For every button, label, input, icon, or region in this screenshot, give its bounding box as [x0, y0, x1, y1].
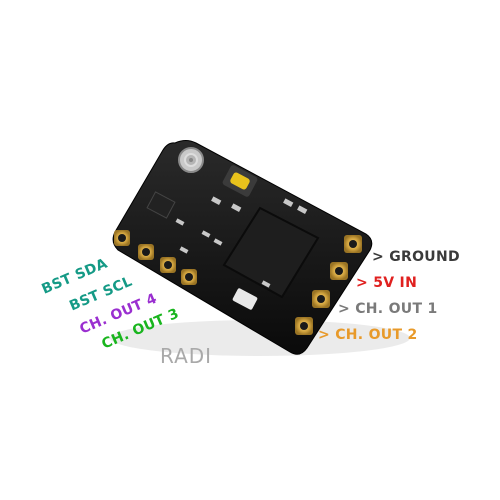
board-shadow: [110, 320, 410, 356]
bind-button: [222, 165, 258, 197]
small-chip: [146, 191, 176, 219]
pin-label-ch-out-2: > CH. OUT 2: [318, 327, 418, 343]
watermark-text: RADI: [160, 344, 213, 368]
mcu-chip: [222, 206, 320, 299]
smd-components: [175, 196, 308, 288]
pin-label-ground: > GROUND: [372, 249, 460, 265]
status-led: [232, 288, 258, 310]
pin-label-5v-in: > 5V IN: [356, 275, 418, 291]
antenna-connector: [178, 147, 204, 173]
pin-label-ch-out-1: > CH. OUT 1: [338, 301, 438, 317]
